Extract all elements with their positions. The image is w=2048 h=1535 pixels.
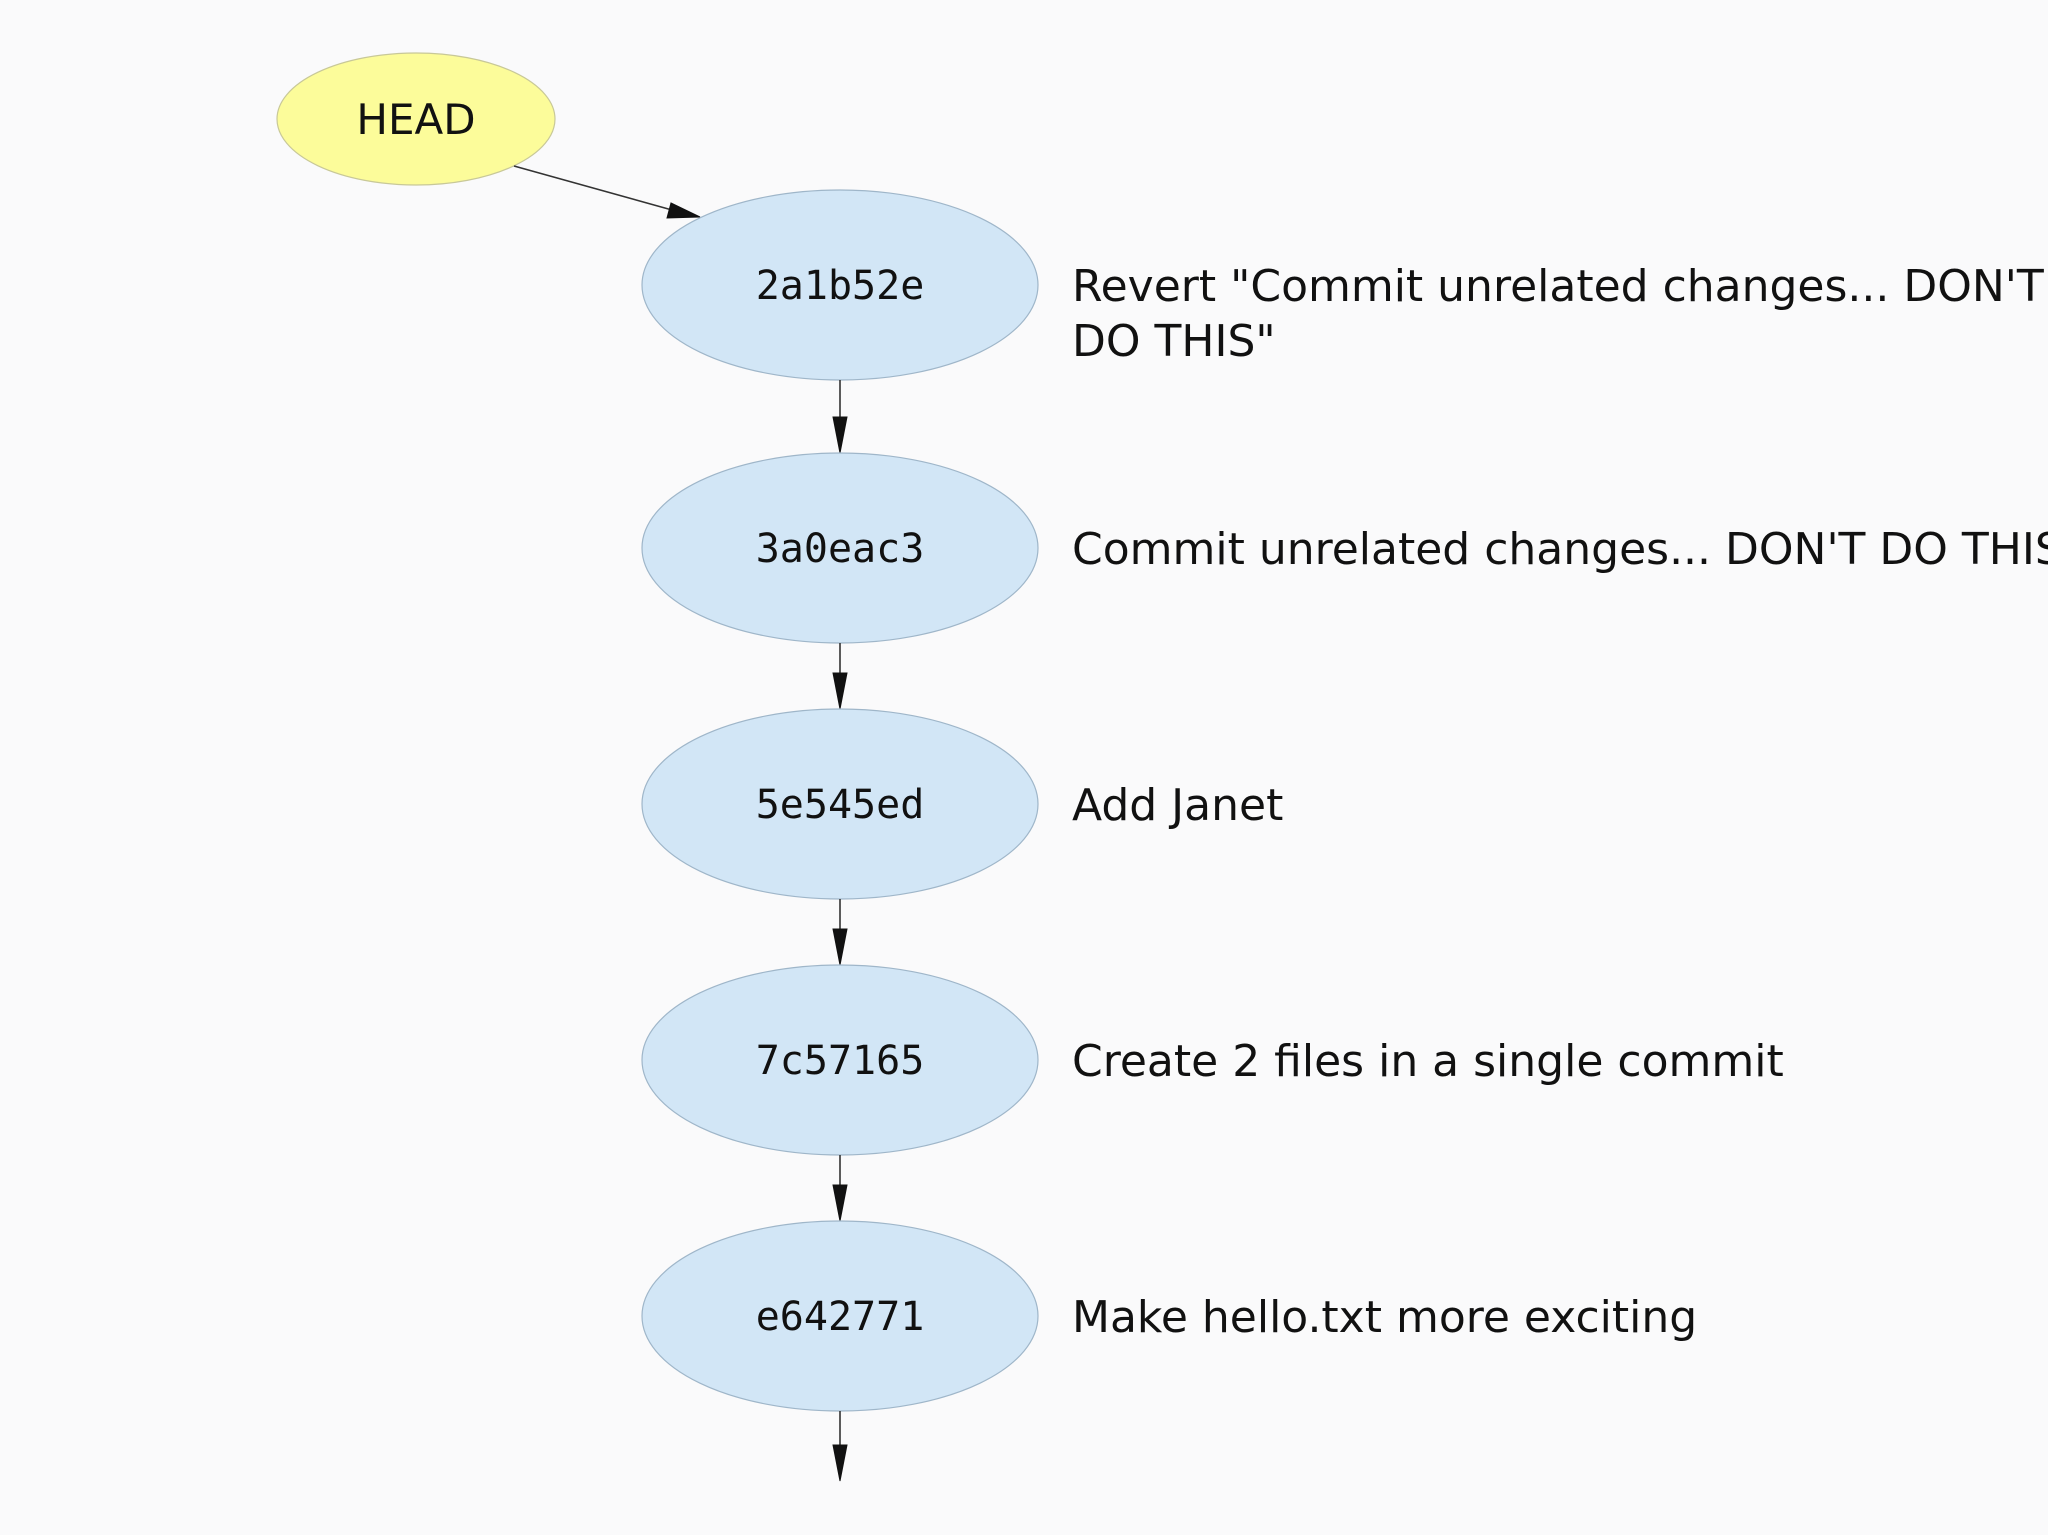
commit-node: 7c57165 Create 2 files in a single commit bbox=[641, 964, 1784, 1156]
head-edge-line bbox=[513, 165, 673, 211]
trailing-edge bbox=[832, 1411, 848, 1482]
commit-node: 2a1b52e Revert "Commit unrelated changes.… bbox=[641, 189, 2044, 381]
edge-arrowhead bbox=[832, 672, 848, 710]
commit-message: Make hello.txt more exciting bbox=[1072, 1292, 1697, 1343]
commit-node: 3a0eac3 Commit unrelated changes... DON'T… bbox=[641, 452, 2048, 644]
parent-edge bbox=[832, 643, 848, 710]
commit-message: Create 2 files in a single commit bbox=[1072, 1036, 1784, 1087]
commit-list: 2a1b52e Revert "Commit unrelated changes.… bbox=[641, 189, 2048, 1482]
head-label: HEAD bbox=[356, 95, 475, 144]
edge-arrowhead bbox=[832, 1184, 848, 1222]
commit-hash: 5e545ed bbox=[756, 782, 925, 828]
parent-edge bbox=[832, 1155, 848, 1222]
commit-node: 5e545ed Add Janet bbox=[641, 708, 1283, 900]
commit-message: Revert "Commit unrelated changes... DON'… bbox=[1072, 261, 2044, 312]
commit-hash: 3a0eac3 bbox=[756, 526, 925, 572]
commit-node: e642771 Make hello.txt more exciting bbox=[641, 1220, 1697, 1412]
edge-arrowhead bbox=[832, 416, 848, 454]
commit-hash: 7c57165 bbox=[756, 1038, 925, 1084]
head-edge-arrowhead bbox=[666, 202, 701, 219]
parent-edge bbox=[832, 899, 848, 966]
commit-message: Add Janet bbox=[1072, 780, 1283, 831]
commit-message: DO THIS" bbox=[1072, 316, 1276, 367]
parent-edge bbox=[832, 380, 848, 454]
edge-arrowhead bbox=[832, 1444, 848, 1482]
edge-arrowhead bbox=[832, 928, 848, 966]
head-node: HEAD bbox=[276, 52, 556, 186]
head-edge bbox=[513, 165, 701, 219]
commit-hash: 2a1b52e bbox=[756, 263, 925, 309]
commit-message: Commit unrelated changes... DON'T DO THI… bbox=[1072, 524, 2048, 575]
head-ellipse bbox=[276, 52, 556, 186]
commit-hash: e642771 bbox=[756, 1294, 925, 1340]
